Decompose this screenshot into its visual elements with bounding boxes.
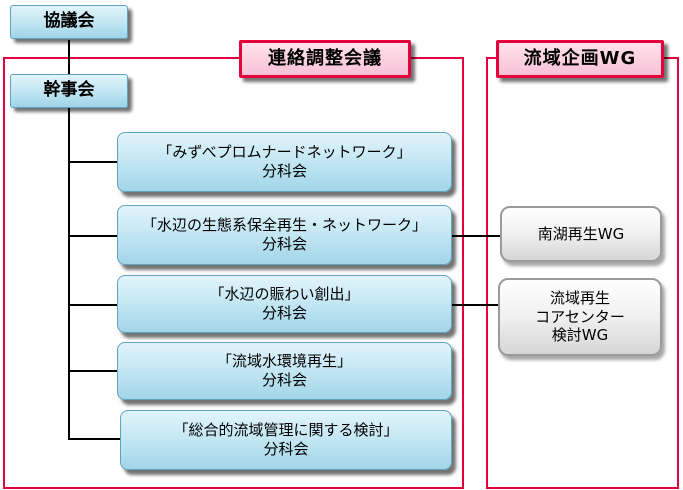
subcommittee-3-title: 「水辺の賑わい創出」 xyxy=(209,285,360,304)
connector-wg-1 xyxy=(452,235,504,237)
connector-branch-3 xyxy=(68,304,120,306)
subcommittee-5: 「総合的流域管理に関する検討」 分科会 xyxy=(120,410,452,470)
council-box: 協議会 xyxy=(10,5,128,39)
subcommittee-1-suffix: 分科会 xyxy=(261,162,307,180)
connector-branch-5 xyxy=(68,438,120,440)
wg-south-lake: 南湖再生WG xyxy=(500,206,662,262)
subcommittee-4: 「流域水環境再生」 分科会 xyxy=(117,342,452,400)
executive-box: 幹事会 xyxy=(10,74,128,108)
subcommittee-2-suffix: 分科会 xyxy=(261,235,307,253)
subcommittee-4-title: 「流域水環境再生」 xyxy=(216,352,352,371)
executive-label: 幹事会 xyxy=(43,80,95,101)
connector-wg-2 xyxy=(452,304,504,306)
liaison-title: 連絡調整会議 xyxy=(268,47,382,69)
wg-core-line-2: コアセンター xyxy=(535,307,625,326)
wg-basin-core-center: 流域再生 コアセンター 検討WG xyxy=(498,278,662,356)
wg-core-line-3: 検討WG xyxy=(551,326,609,345)
liaison-title-box: 連絡調整会議 xyxy=(239,40,411,78)
basin-wg-title: 流域企画WG xyxy=(523,47,637,69)
connector-council-executive xyxy=(68,40,70,74)
subcommittee-2-title: 「水辺の生態系保全再生・ネットワーク」 xyxy=(141,216,427,235)
subcommittee-3: 「水辺の賑わい創出」 分科会 xyxy=(117,275,452,333)
connector-trunk xyxy=(68,108,70,439)
council-label: 協議会 xyxy=(43,11,95,32)
connector-branch-4 xyxy=(68,370,120,372)
subcommittee-1-title: 「みずべプロムナードネットワーク」 xyxy=(157,143,412,162)
connector-branch-1 xyxy=(68,161,120,163)
subcommittee-1: 「みずべプロムナードネットワーク」 分科会 xyxy=(117,132,452,192)
subcommittee-3-suffix: 分科会 xyxy=(261,304,307,322)
wg-south-lake-label: 南湖再生WG xyxy=(537,224,625,243)
basin-wg-frame xyxy=(486,57,679,489)
basin-wg-title-box: 流域企画WG xyxy=(496,40,664,78)
subcommittee-2: 「水辺の生態系保全再生・ネットワーク」 分科会 xyxy=(117,205,452,265)
liaison-frame xyxy=(3,57,464,489)
subcommittee-5-title: 「総合的流域管理に関する検討」 xyxy=(173,421,399,440)
connector-branch-2 xyxy=(68,235,120,237)
subcommittee-5-suffix: 分科会 xyxy=(263,440,309,458)
wg-core-line-1: 流域再生 xyxy=(549,288,610,307)
subcommittee-4-suffix: 分科会 xyxy=(261,371,307,389)
